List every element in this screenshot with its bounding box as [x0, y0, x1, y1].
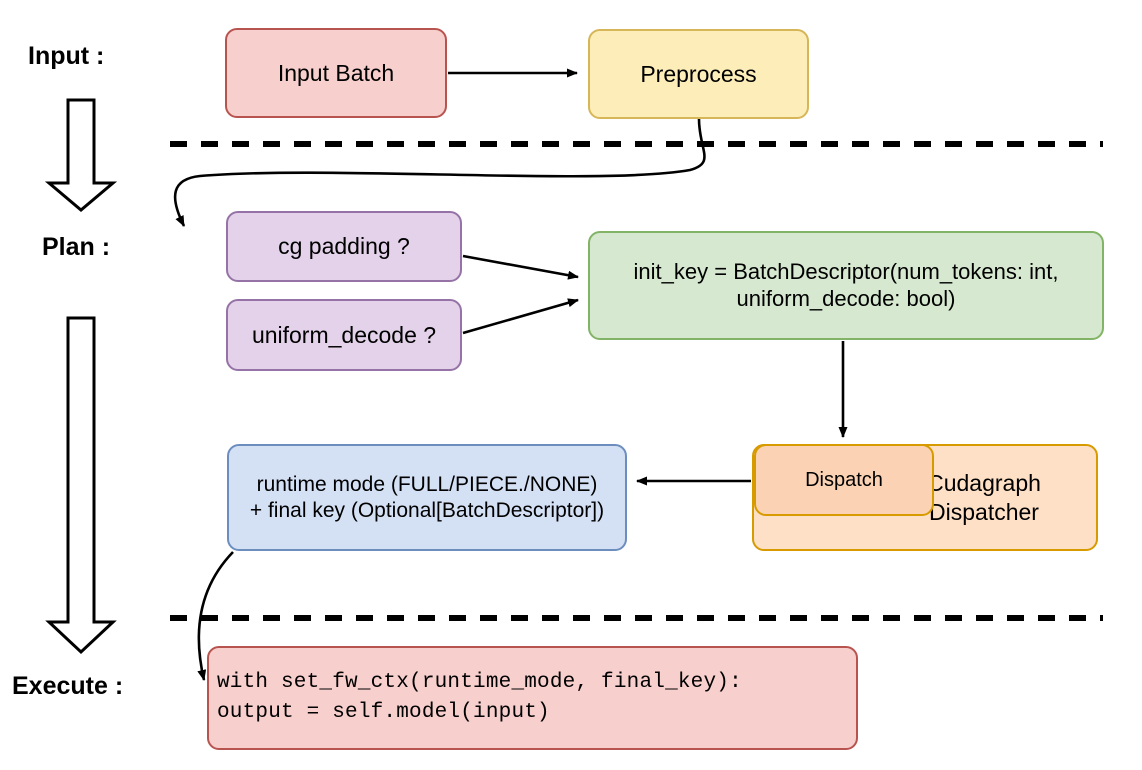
node-dispatch-label: Dispatch: [805, 468, 883, 491]
stage-label-execute: Execute :: [12, 672, 124, 700]
node-init-key[interactable]: init_key = BatchDescriptor(num_tokens: i…: [588, 231, 1104, 340]
edge-uniform-decode-to-init-key: [462, 298, 579, 335]
node-uniform-decode[interactable]: uniform_decode ?: [226, 299, 462, 371]
stage-label-input: Input :: [28, 42, 105, 70]
node-init-key-label: init_key = BatchDescriptor(num_tokens: i…: [633, 258, 1059, 311]
stage-label-plan: Plan :: [42, 233, 111, 261]
node-runtime-mode[interactable]: runtime mode (FULL/PIECE./NONE) + final …: [227, 444, 627, 551]
node-preprocess[interactable]: Preprocess: [588, 29, 809, 119]
node-cg-padding-label: cg padding ?: [278, 233, 410, 260]
node-execute-code[interactable]: with set_fw_ctx(runtime_mode, final_key)…: [207, 646, 858, 750]
stage-arrow-input-to-plan: [44, 98, 118, 212]
node-input-batch-label: Input Batch: [277, 59, 395, 86]
edge-preprocess-to-cg-padding: [173, 118, 706, 227]
node-input-batch[interactable]: Input Batch: [225, 28, 447, 118]
node-cg-padding[interactable]: cg padding ?: [226, 211, 462, 282]
node-execute-code-text: with set_fw_ctx(runtime_mode, final_key)…: [217, 670, 742, 724]
edge-cg-padding-to-init-key: [462, 254, 579, 280]
node-preprocess-label: Preprocess: [640, 60, 757, 87]
node-uniform-decode-label: uniform_decode ?: [251, 321, 437, 348]
node-runtime-mode-label: runtime mode (FULL/PIECE./NONE) + final …: [249, 472, 605, 522]
node-dispatch[interactable]: Dispatch: [754, 444, 934, 516]
stage-arrow-plan-to-execute: [45, 316, 117, 655]
node-cudagraph-dispatcher-label: Cudagraph Dispatcher: [927, 470, 1041, 525]
